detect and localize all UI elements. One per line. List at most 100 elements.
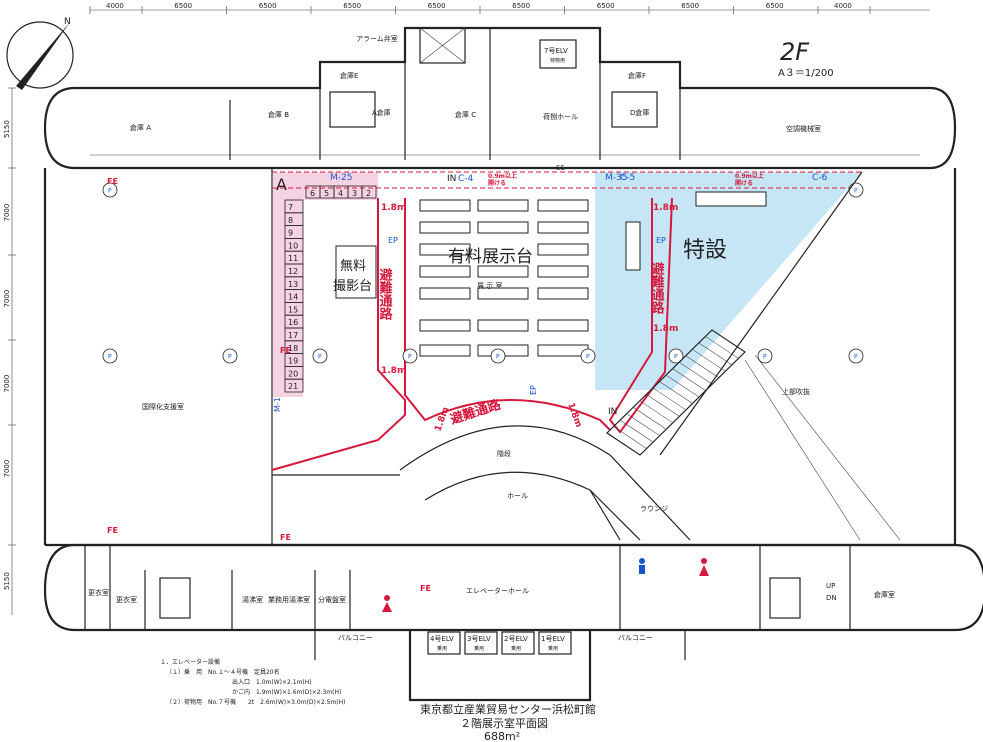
svg-text:乗用: 乗用 — [511, 645, 521, 652]
storage-a: 倉庫 A — [130, 123, 151, 132]
svg-text:2号ELV: 2号ELV — [504, 635, 528, 643]
free-box-top — [361, 185, 377, 199]
kitchen-2: 業務用湯沸室 — [268, 595, 310, 604]
central-hall — [399, 425, 691, 541]
fe-marker: FE — [280, 533, 291, 542]
free-label-2: 撮影台 — [333, 278, 372, 294]
elevator-box — [427, 631, 461, 655]
m1-label: M-1 — [273, 397, 282, 412]
dim-left-0: 5150 — [3, 120, 11, 138]
clear-note-2b: 開ける — [735, 179, 753, 187]
load-hall: 荷捌ホール — [543, 112, 578, 121]
dim-left-2: 7000 — [3, 290, 11, 308]
scale-label: A３＝1/200 — [778, 68, 834, 79]
title-line-1: 東京都立産業貿易センター浜松町館 — [420, 702, 596, 716]
svg-text:5: 5 — [324, 189, 329, 198]
restroom-female-icon — [699, 558, 709, 576]
svg-text:P: P — [108, 354, 112, 361]
free-zone — [273, 172, 303, 397]
dim-left-1: 7000 — [3, 204, 11, 222]
svg-text:P: P — [586, 354, 590, 361]
column — [580, 348, 596, 364]
storage-b: 倉庫 B — [268, 110, 289, 119]
dim18-2: 1.8m — [653, 203, 678, 213]
elv7-label: 7号ELV — [544, 47, 568, 55]
elevator-box — [501, 631, 535, 655]
storage-c: 倉庫 C — [455, 110, 476, 119]
top-strip — [43, 26, 957, 170]
special-table-1 — [695, 191, 767, 207]
svg-text:12: 12 — [288, 267, 298, 276]
bottom-strip — [43, 543, 983, 702]
up-label: UP — [826, 582, 835, 590]
dim-top-6: 6500 — [597, 2, 615, 10]
elevator-box — [538, 631, 572, 655]
c4-label: C-4 — [458, 174, 474, 184]
svg-text:17: 17 — [288, 331, 298, 340]
restroom-female-icon-2 — [382, 595, 392, 612]
evac-h: 避難通路 — [448, 396, 503, 428]
svg-text:3: 3 — [352, 189, 357, 198]
notes: １．エレベーター設備 （１）乗 用 No.１～４号機 定員20名 出入口 1.0… — [160, 658, 345, 706]
svg-text:P: P — [854, 354, 858, 361]
clear-note-1: 0.9m以上 — [488, 172, 517, 180]
column — [757, 348, 773, 364]
c6-label: C-6 — [812, 173, 828, 183]
svg-text:P: P — [496, 354, 500, 361]
dim18-6: 1.8m — [565, 402, 583, 429]
svg-text:P: P — [763, 354, 767, 361]
svg-text:2: 2 — [366, 189, 371, 198]
alarm-room: アラーム弁室 — [356, 34, 398, 43]
lounge-label: ラウンジ — [640, 505, 668, 513]
dim-top-9: 4000 — [834, 2, 852, 10]
paid-tables — [419, 199, 589, 357]
special-table-2 — [625, 221, 641, 271]
diagonal-stair — [606, 171, 901, 541]
ep-mid: EP — [529, 385, 538, 395]
m25-label: M-25 — [330, 173, 352, 183]
balcony-1: バルコニー — [338, 634, 373, 642]
balcony-2: バルコニー — [618, 634, 653, 642]
d-storage: D倉庫 — [630, 108, 649, 117]
free-shot-table — [335, 245, 377, 299]
svg-text:乗用: 乗用 — [474, 645, 484, 652]
note-2: （１）乗 用 No.１～４号機 定員20名 — [166, 668, 280, 676]
north-arrow-icon: N — [6, 17, 74, 90]
dim-top-2: 6500 — [259, 2, 277, 10]
electric-room: 分電盤室 — [318, 595, 346, 604]
fe-marker: FE — [280, 346, 291, 355]
column — [222, 348, 238, 364]
intl-room: 国際化支援室 — [142, 402, 184, 411]
svg-text:3号ELV: 3号ELV — [467, 635, 491, 643]
svg-text:13: 13 — [288, 280, 298, 289]
evac-v-right: 避難通路 — [649, 261, 665, 314]
elv7-sub: 荷物用 — [550, 57, 565, 64]
fe-marker: FE — [107, 177, 118, 186]
column — [402, 348, 418, 364]
svg-text:1号ELV: 1号ELV — [541, 635, 565, 643]
in-label-2: IN — [447, 174, 456, 184]
stairs-label: 階段 — [497, 449, 511, 458]
locker-2: 更衣室 — [116, 595, 137, 604]
column — [102, 348, 118, 364]
dim18-4: 1.8m — [381, 366, 406, 376]
dim-top-5: 6500 — [512, 2, 530, 10]
svg-text:16: 16 — [288, 318, 298, 327]
title-line-2: ２階展示室平面図 — [460, 716, 548, 730]
dim-top-3: 6500 — [343, 2, 361, 10]
svg-text:P: P — [408, 354, 412, 361]
exhibit-room: 展 示 室 — [477, 281, 502, 290]
elevator-hall: エレベーターホール — [466, 586, 529, 595]
svg-text:11: 11 — [288, 254, 298, 263]
paid-label: 有料展示台 — [448, 247, 533, 267]
clear-note-2: 0.9m以上 — [735, 172, 764, 180]
restroom-male-icon — [639, 558, 645, 574]
svg-text:9: 9 — [288, 229, 293, 238]
north-label: N — [64, 17, 71, 27]
fe-marker: FE — [420, 584, 431, 593]
